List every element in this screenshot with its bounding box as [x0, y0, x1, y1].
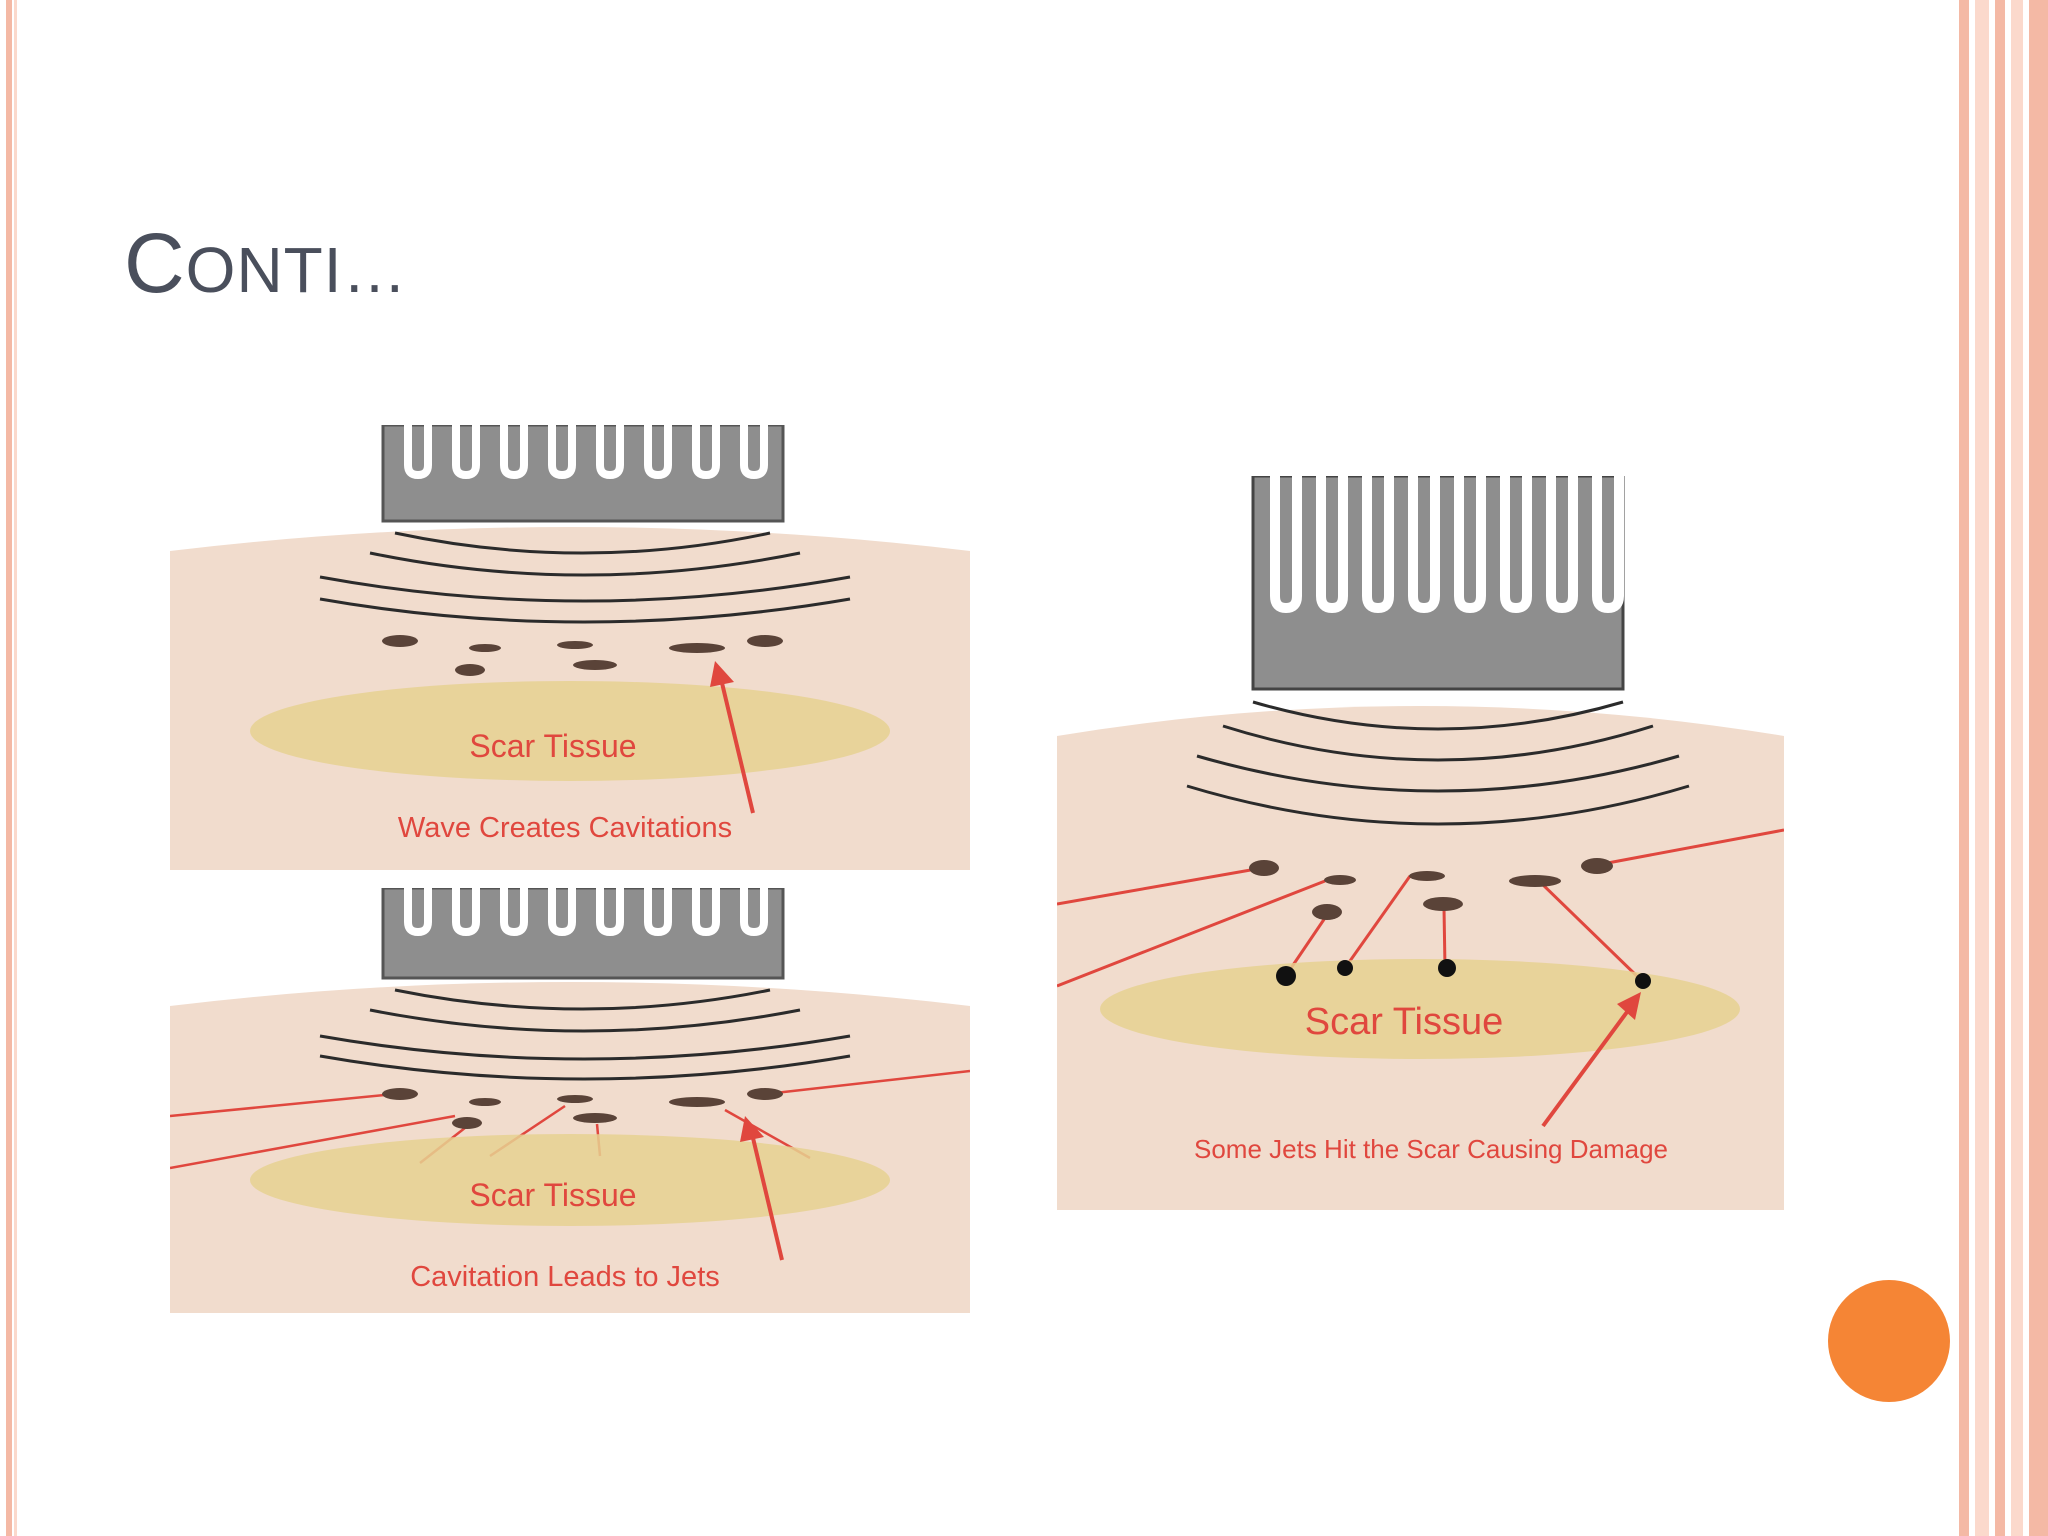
scar-tissue-region — [1100, 959, 1740, 1059]
red-arrow — [1541, 992, 1641, 1128]
diagram-panel-jets-hit-scar: Scar Tissue Some Jets Hit the Scar Causi… — [1057, 476, 1784, 1210]
probe-slots — [404, 888, 768, 937]
scar-tissue-region — [250, 681, 890, 781]
cavitation-diagram-top: Scar Tissue Wave Creates Cavitations — [170, 425, 970, 870]
skin-surface — [1057, 706, 1784, 1210]
cavitation-diagram-bottom: Scar Tissue Cavitation Leads to Jets — [170, 888, 970, 1313]
slide-title: CONTI… — [124, 215, 408, 312]
ultrasound-wave-icon — [319, 988, 851, 1081]
probe-slots — [1270, 476, 1624, 614]
cavitation-bubbles — [382, 1088, 783, 1129]
slide-title-initial: C — [124, 216, 186, 310]
caption-wave-creates-cavitations: Wave Creates Cavitations — [398, 812, 732, 844]
accent-circle — [1828, 1280, 1950, 1402]
cavitation-bubbles — [1249, 858, 1613, 920]
scar-tissue-label: Scar Tissue — [469, 1177, 636, 1213]
jet-impact-points — [1276, 959, 1651, 989]
left-frame-border — [0, 0, 24, 1536]
scar-tissue-region — [250, 1134, 890, 1226]
red-arrow — [740, 1116, 784, 1261]
ultrasound-wave-icon — [1186, 700, 1690, 826]
red-arrow — [710, 661, 755, 814]
cavitation-bubbles — [382, 635, 783, 676]
caption-cavitation-leads-to-jets: Cavitation Leads to Jets — [410, 1261, 720, 1293]
right-frame-border — [1955, 0, 2048, 1536]
caption-jets-hit-scar: Some Jets Hit the Scar Causing Damage — [1194, 1134, 1668, 1164]
ultrasound-probe-icon — [381, 888, 785, 980]
ultrasound-wave-icon — [319, 531, 851, 624]
cavitation-diagram-right: Scar Tissue Some Jets Hit the Scar Causi… — [1057, 476, 1784, 1210]
scar-tissue-label: Scar Tissue — [469, 728, 636, 764]
diagram-panel-cavitation-leads-to-jets: Scar Tissue Cavitation Leads to Jets — [170, 888, 970, 1313]
diagram-panel-wave-creates-cavitations: Scar Tissue Wave Creates Cavitations — [170, 425, 970, 870]
probe-slots — [404, 425, 768, 480]
ultrasound-probe-icon — [381, 425, 785, 523]
slide-title-rest: ONTI… — [185, 234, 408, 306]
scar-tissue-label: Scar Tissue — [1305, 1001, 1504, 1043]
